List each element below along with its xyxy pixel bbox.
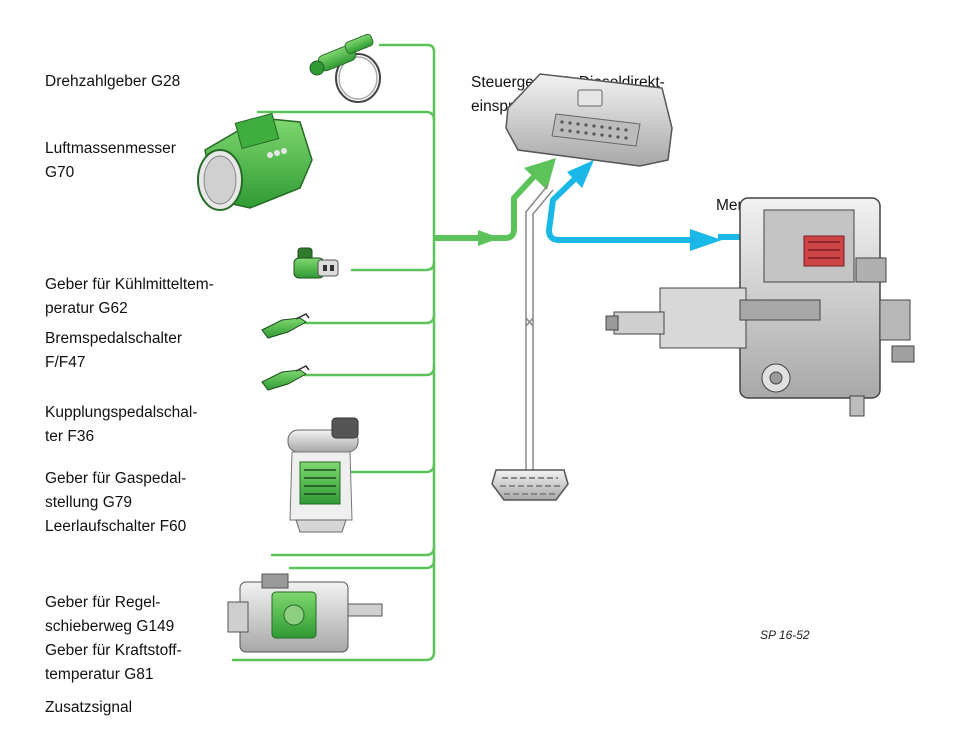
drehzahlgeber-g28-icon	[309, 33, 381, 103]
label-kupplungspedalschalter-f36: Kupplungspedalschal-ter F36	[45, 404, 198, 445]
luftmassenmesser-g70-icon	[197, 112, 313, 211]
label-drehzahlgeber-g28: Drehzahlgeber G28	[45, 73, 181, 90]
accelerator-pedal-icon	[491, 469, 569, 501]
kupplungspedalschalter-f36-icon	[261, 365, 310, 391]
input-signal-lines	[231, 43, 436, 662]
kuehlmittel-g62-icon	[293, 247, 339, 279]
regelschieber-g149-g81-icon	[227, 573, 383, 653]
input-arrow-to-j248	[434, 158, 556, 246]
label-kuehlmittel-g62: Geber für Kühlmitteltem-peratur G62	[45, 276, 214, 317]
accelerator-cable	[525, 184, 554, 470]
mengensteller-n146-icon	[605, 197, 915, 417]
wiring-diagram	[197, 33, 915, 662]
steuergeraet-j248-icon	[505, 73, 673, 167]
bremspedalschalter-f47-icon	[261, 313, 310, 339]
gaspedal-g79-f60-icon	[287, 417, 359, 533]
output-arrow-to-n146	[546, 160, 760, 251]
figure-id: SP 16-52	[760, 628, 810, 642]
